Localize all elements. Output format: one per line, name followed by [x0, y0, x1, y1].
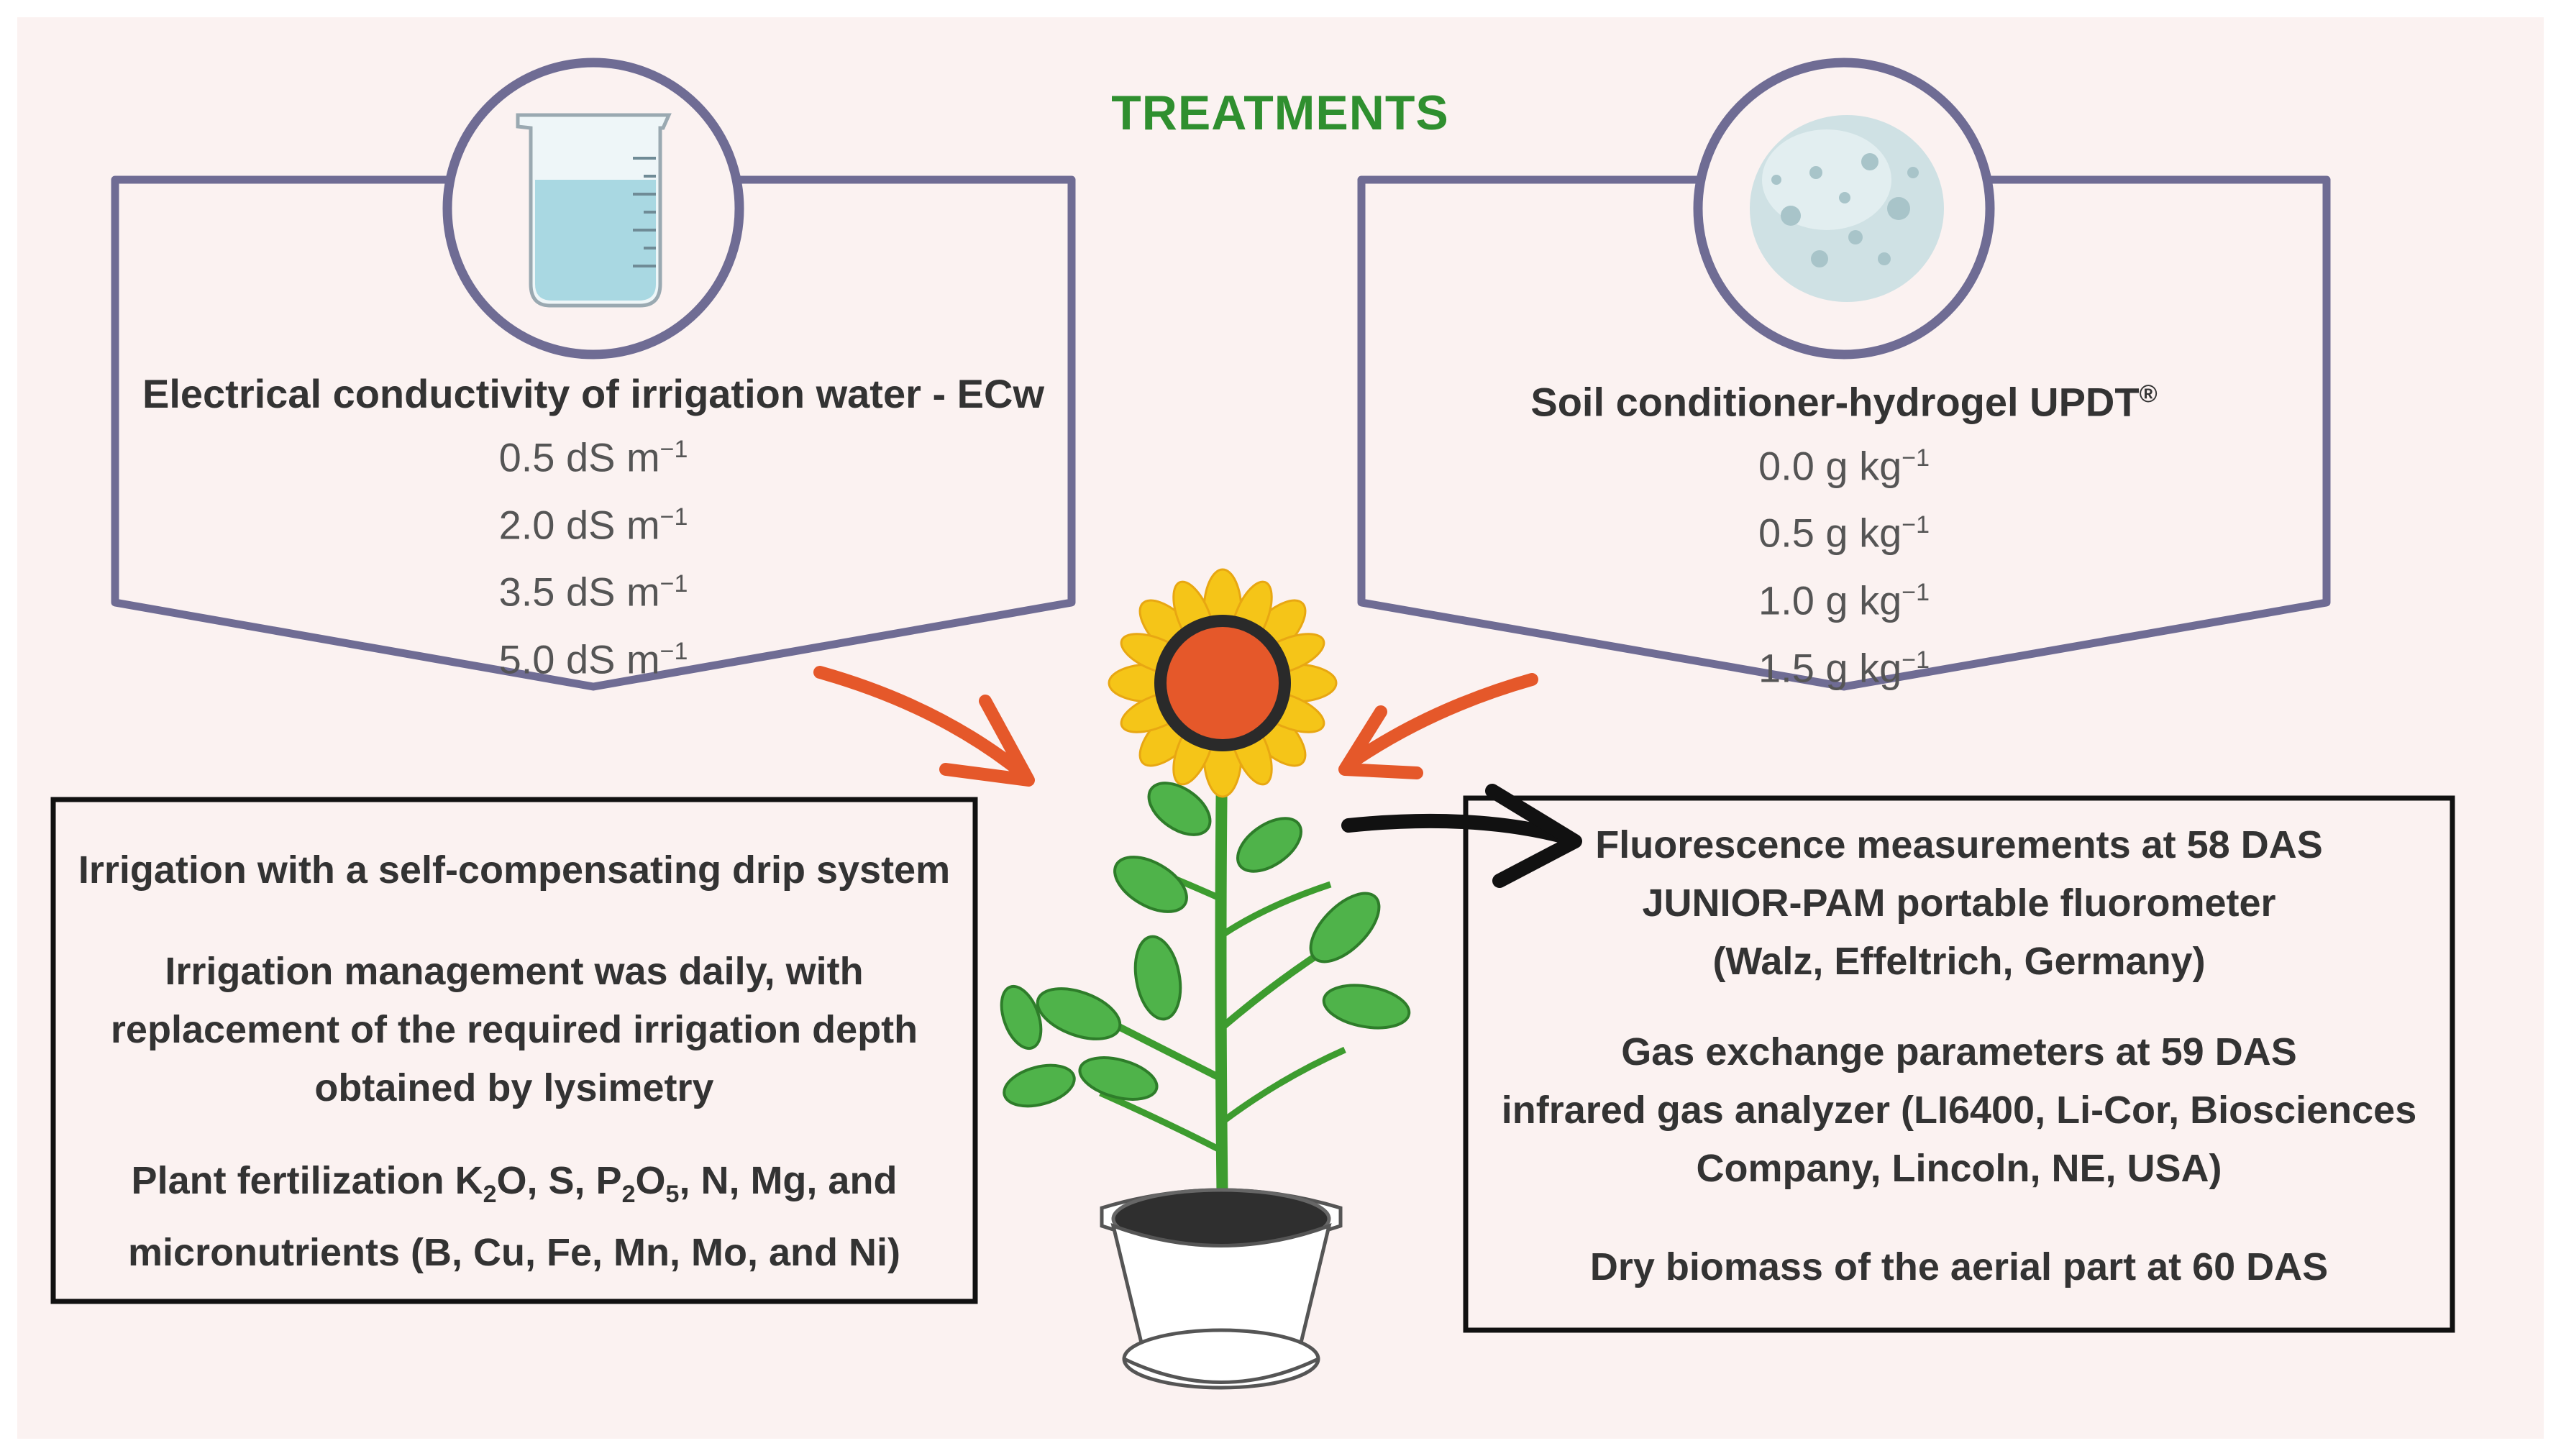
biomass-line: Dry biomass of the aerial part at 60 DAS: [1589, 1245, 2329, 1288]
right-panel-value: 0.5 g kg−1: [1758, 510, 1930, 556]
left-panel-content: Electrical conductivity of irrigation wa…: [115, 368, 1072, 690]
right-panel-values: 0.0 g kg−1 0.5 g kg−1 1.0 g kg−1 1.5 g k…: [1361, 429, 2327, 698]
right-panel-value: 1.5 g kg−1: [1758, 645, 1930, 691]
beaker-icon: [442, 58, 744, 360]
measurements-box-content: Fluorescence measurements at 58 DAS JUNI…: [1470, 816, 2448, 1296]
gas-exchange-line: Company, Lincoln, NE, USA): [1696, 1147, 2222, 1190]
sunflower-in-pot-icon: [1000, 568, 1411, 1390]
orange-arrow-left: [813, 666, 1035, 787]
measurements-box: [1463, 795, 2455, 1333]
left-panel-values: 0.5 dS m−1 2.0 dS m−1 3.5 dS m−1 5.0 dS …: [115, 420, 1072, 690]
irrigation-management-line: replacement of the required irrigation d…: [110, 1008, 918, 1051]
hydrogel-droplet-icon: [1693, 58, 1995, 360]
left-panel-heading: Electrical conductivity of irrigation wa…: [142, 371, 1045, 416]
right-panel-value: 0.0 g kg−1: [1758, 443, 1930, 489]
fluorescence-line: JUNIOR-PAM portable fluorometer: [1642, 882, 2276, 925]
fertilization-line: Plant fertilization K2O, S, P2O5, N, Mg,…: [131, 1159, 898, 1208]
left-panel-value: 2.0 dS m−1: [498, 502, 688, 548]
fluorescence-line: (Walz, Effeltrich, Germany): [1712, 940, 2206, 983]
gas-exchange-line: Gas exchange parameters at 59 DAS: [1621, 1030, 2297, 1073]
right-panel-value: 1.0 g kg−1: [1758, 577, 1930, 623]
left-panel-value: 5.0 dS m−1: [498, 636, 688, 682]
fluorescence-line: Fluorescence measurements at 58 DAS: [1595, 823, 2323, 866]
drip-system-line: Irrigation with a self-compensating drip…: [78, 848, 951, 892]
gas-exchange-line: infrared gas analyzer (LI6400, Li-Cor, B…: [1501, 1089, 2417, 1132]
left-panel-value: 3.5 dS m−1: [498, 569, 688, 615]
right-panel-content: Soil conditioner-hydrogel UPDT® 0.0 g kg…: [1361, 368, 2327, 697]
irrigation-management-line: obtained by lysimetry: [314, 1066, 714, 1109]
left-panel-value: 0.5 dS m−1: [498, 434, 688, 480]
orange-arrow-right: [1338, 673, 1538, 779]
diagram-title: TREATMENTS: [1111, 86, 1449, 140]
irrigation-management-line: Irrigation management was daily, with: [165, 950, 864, 993]
right-panel-heading: Soil conditioner-hydrogel UPDT®: [1530, 379, 2158, 425]
management-box-content: Irrigation with a self-compensating drip…: [58, 841, 971, 1282]
fertilization-line: micronutrients (B, Cu, Fe, Mn, Mo, and N…: [128, 1230, 900, 1274]
management-box: [50, 797, 978, 1304]
